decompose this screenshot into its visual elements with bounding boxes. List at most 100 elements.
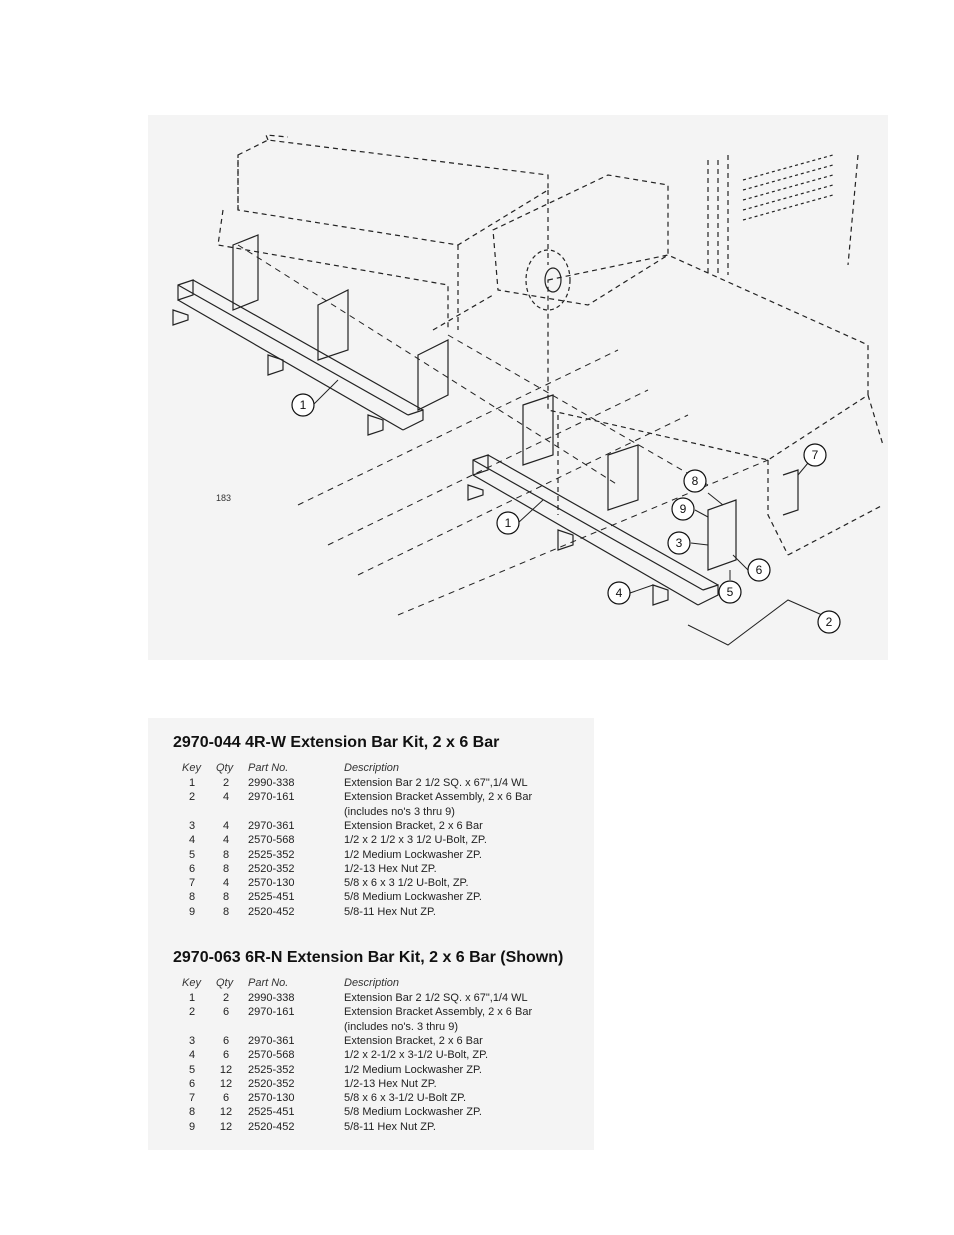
row-part-no: 2570-130 (248, 877, 295, 890)
header-key: Key (182, 762, 201, 774)
extension-bar-left (172, 279, 424, 436)
row-key: 7 (188, 877, 196, 890)
row-key: 1 (188, 992, 196, 1004)
row-part-no: 2970-161 (248, 1006, 295, 1019)
row-qty: 6 (222, 1092, 230, 1105)
callout-9-label: 9 (680, 502, 687, 516)
row-key: 9 (188, 905, 196, 918)
kit-title-2: 2970-063 6R-N Extension Bar Kit, 2 x 6 B… (173, 949, 564, 966)
callout-6-label: 6 (756, 563, 763, 577)
callout-1-right (496, 511, 520, 535)
row-key: 6 (188, 1077, 196, 1090)
row-part-no: 2570-568 (248, 834, 295, 847)
callout-8 (683, 469, 707, 493)
header-description: Description (344, 762, 400, 774)
row-part-no: 2525-352 (248, 848, 295, 861)
row-part-no: 2520-452 (248, 905, 295, 918)
vent-slats (742, 154, 834, 221)
kit-title-1: 2970-044 4R-W Extension Bar Kit, 2 x 6 B… (173, 734, 500, 751)
row-description: 5/8 Medium Lockwasher ZP. (344, 1106, 482, 1119)
row-qty: 4 (222, 834, 230, 847)
callout-9 (671, 497, 695, 521)
row-key: 8 (188, 1106, 196, 1119)
row-description: 1/2-13 Hex Nut ZP. (344, 1077, 437, 1090)
row-description: Extension Bracket, 2 x 6 Bar (344, 819, 483, 832)
row-part-no: 2970-361 (248, 819, 295, 832)
callout-1-left (291, 393, 315, 417)
header-part-no: Part No. (248, 762, 289, 774)
row-key: 8 (188, 891, 196, 904)
header-key: Key (182, 977, 201, 989)
row-qty: 8 (222, 862, 230, 875)
row-part-no: 2990-338 (248, 992, 295, 1004)
row-description: 5/8 Medium Lockwasher ZP. (344, 891, 482, 904)
row-part-no: 2520-452 (248, 1120, 295, 1133)
row-part-no: 2990-338 (248, 777, 295, 789)
callout-5-label: 5 (727, 585, 734, 599)
drawing-number: 183 (216, 493, 232, 503)
row-qty: 6 (222, 1034, 230, 1047)
right-hopper-outline (492, 154, 884, 556)
callout-2-label: 2 (826, 615, 833, 629)
row-description: 1/2 Medium Lockwasher ZP. (344, 848, 482, 861)
row-qty: 8 (222, 891, 230, 904)
header-qty: Qty (216, 762, 234, 774)
u-bolt-7 (782, 469, 799, 516)
callout-2 (817, 610, 841, 634)
callout-3 (667, 531, 691, 555)
row-part-no: 2520-352 (248, 1077, 295, 1090)
brackets-right (522, 394, 737, 571)
callout-5 (718, 580, 742, 604)
row-key: 7 (188, 1092, 196, 1105)
callout-7-label: 7 (812, 448, 819, 462)
row-key: 5 (188, 1063, 196, 1076)
row-key: 3 (188, 819, 196, 832)
callout-leaders (312, 379, 839, 646)
header-description: Description (344, 977, 400, 989)
row-description: 1/2 x 2 1/2 x 3 1/2 U-Bolt, ZP. (344, 834, 487, 847)
row-key: 1 (188, 777, 196, 789)
row-description: 5/8-11 Hex Nut ZP. (344, 1120, 436, 1133)
left-hopper-outline (217, 134, 549, 331)
row-part-no: 2520-352 (248, 862, 295, 875)
row-description: 5/8-11 Hex Nut ZP. (344, 905, 436, 918)
header-qty: Qty (216, 977, 234, 989)
row-key: 4 (188, 834, 196, 847)
row-qty: 6 (222, 1049, 230, 1062)
row-key: 6 (188, 862, 196, 875)
row-part-no: 2525-451 (248, 891, 295, 904)
row-qty: 12 (219, 1120, 233, 1133)
callout-3-label: 3 (676, 536, 683, 550)
row-part-no: 2570-568 (248, 1049, 295, 1062)
header-part-no: Part No. (248, 977, 289, 989)
callout-6 (747, 558, 771, 582)
callout-4-label: 4 (616, 586, 623, 600)
brackets-left (232, 234, 449, 411)
callout-1-left-label: 1 (300, 398, 307, 412)
row-qty: 2 (222, 777, 230, 789)
row-part-no: 2970-361 (248, 1034, 295, 1047)
alignment-lines (237, 244, 769, 616)
row-part-no: 2970-161 (248, 791, 295, 804)
row-key: 2 (188, 791, 196, 804)
row-part-no: 2525-352 (248, 1063, 295, 1076)
callout-1-right-label: 1 (505, 516, 512, 530)
callout-7 (803, 443, 827, 467)
disc-wheel (525, 249, 571, 311)
row-description: Extension Bracket, 2 x 6 Bar (344, 1034, 483, 1047)
row-qty: 12 (219, 1063, 233, 1076)
row-part-no: 2570-130 (248, 1092, 295, 1105)
exploded-view-drawing: 1 1 2 3 4 5 6 7 8 9 (172, 134, 884, 646)
row-description: 1/2 Medium Lockwasher ZP. (344, 1063, 482, 1076)
row-description: Extension Bracket Assembly, 2 x 6 Bar (344, 1006, 533, 1019)
row-description: 5/8 x 6 x 3 1/2 U-Bolt, ZP. (344, 877, 469, 890)
callout-4 (607, 581, 631, 605)
callout-markers (291, 393, 841, 634)
row-description: Extension Bar 2 1/2 SQ. x 67",1/4 WL (344, 992, 528, 1004)
row-description: 1/2-13 Hex Nut ZP. (344, 862, 437, 875)
row-key: 2 (188, 1006, 196, 1019)
parts-diagram: 1 1 2 3 4 5 6 7 8 9 183 (148, 115, 888, 660)
row-qty: 4 (222, 877, 230, 890)
row-qty: 12 (219, 1106, 233, 1119)
parts-list-panel: 2970-044 4R-W Extension Bar Kit, 2 x 6 B… (148, 718, 594, 1150)
